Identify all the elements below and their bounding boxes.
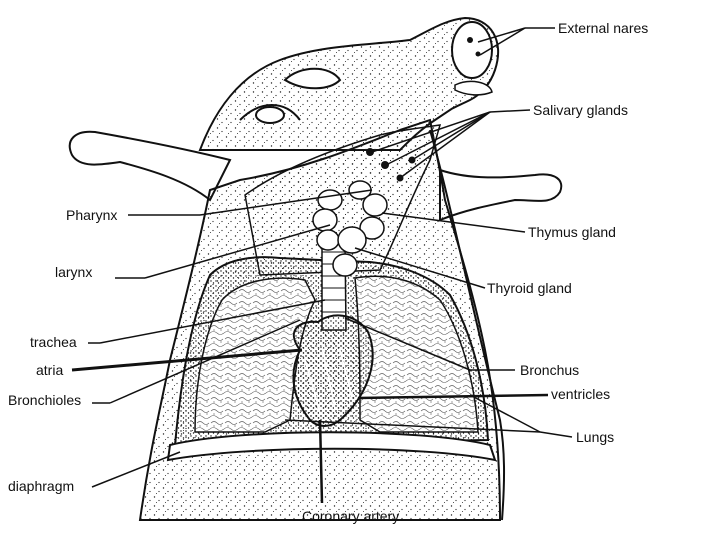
label-trachea: trachea — [30, 334, 77, 350]
leader-atria — [71, 348, 303, 372]
right-body-contour — [429, 129, 506, 521]
nostril-lower — [475, 51, 481, 57]
label-atria: atria — [36, 362, 64, 378]
coronary-vessels — [304, 344, 353, 416]
snout-disc — [451, 21, 493, 79]
leader-lines — [71, 27, 573, 504]
cheek-fold — [239, 104, 301, 121]
label-thymus-gland: Thymus gland — [528, 224, 616, 240]
label-bronchioles: Bronchioles — [8, 392, 82, 408]
label-thyroid-gland: Thyroid gland — [487, 280, 572, 296]
leader-salivary-glands — [489, 109, 531, 113]
label-salivary-glands: Salivary glands — [533, 102, 628, 118]
heart — [292, 314, 374, 427]
leader-ventricles — [357, 393, 549, 400]
ear-outline — [283, 67, 342, 90]
label-diaphragm: diaphragm — [8, 478, 75, 494]
leader-diaphragm — [91, 451, 181, 488]
label-ventricles: ventricles — [551, 386, 611, 402]
leader-coronary — [318, 419, 324, 504]
label-bronchus: Bronchus — [520, 362, 580, 378]
nostril-upper — [467, 37, 473, 43]
leader-thymus — [381, 212, 526, 233]
left-foreleg — [68, 130, 232, 202]
label-coronary-artery: Coronary artery — [302, 508, 400, 524]
right-foreleg — [439, 168, 563, 222]
leader-thyroid — [354, 247, 486, 289]
label-lungs: Lungs — [576, 429, 615, 445]
eye — [255, 106, 285, 124]
leader-lungs — [539, 431, 573, 438]
label-external-nares: External nares — [558, 20, 649, 36]
label-larynx: larynx — [55, 264, 93, 280]
diaphragm — [166, 431, 497, 462]
label-pharynx: Pharynx — [66, 207, 118, 223]
tongue — [454, 80, 493, 96]
